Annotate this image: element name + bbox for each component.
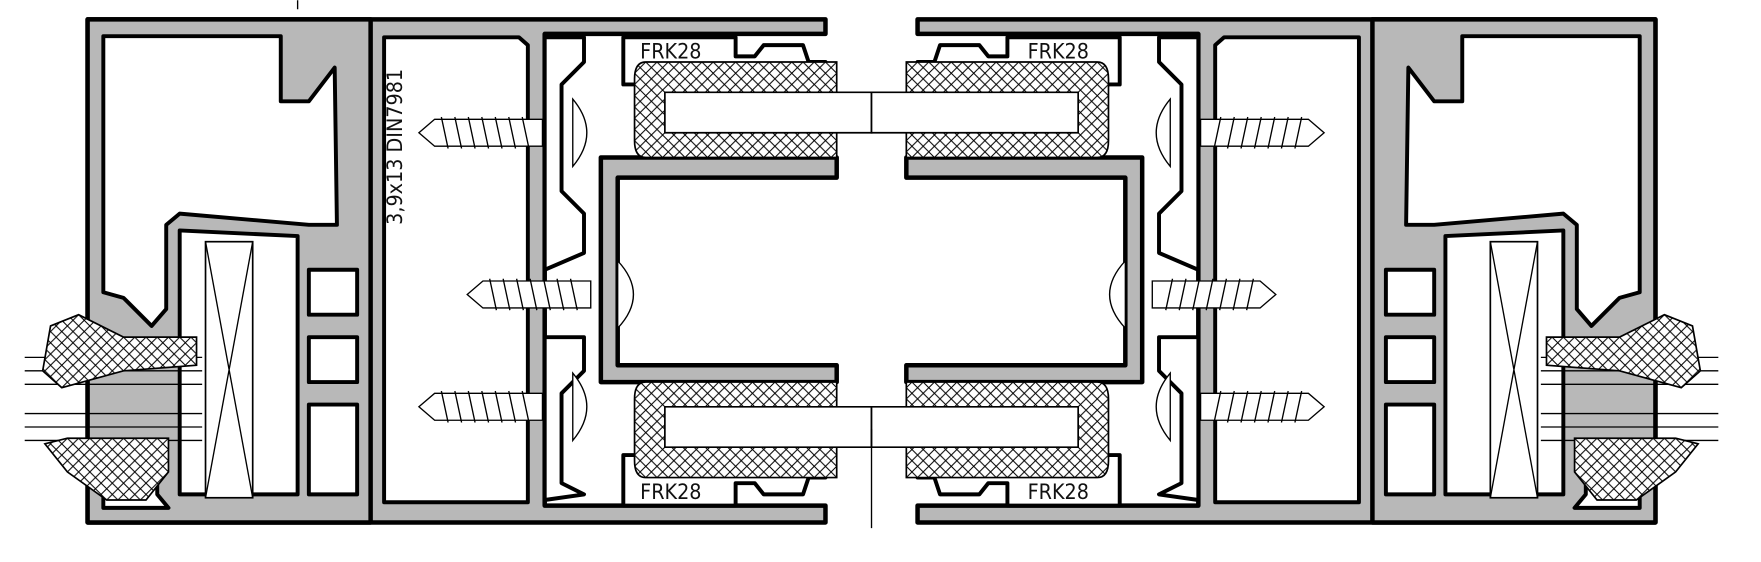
screw-spec-label: 3,9x13 DIN7981 <box>383 69 408 225</box>
gasket-label-bottom-right: FRK28 <box>1028 480 1089 505</box>
gasket-label-top-left: FRK28 <box>640 40 701 65</box>
gasket-label-top-right: FRK28 <box>1028 40 1089 65</box>
gasket-label-bottom-left: FRK28 <box>640 480 701 505</box>
